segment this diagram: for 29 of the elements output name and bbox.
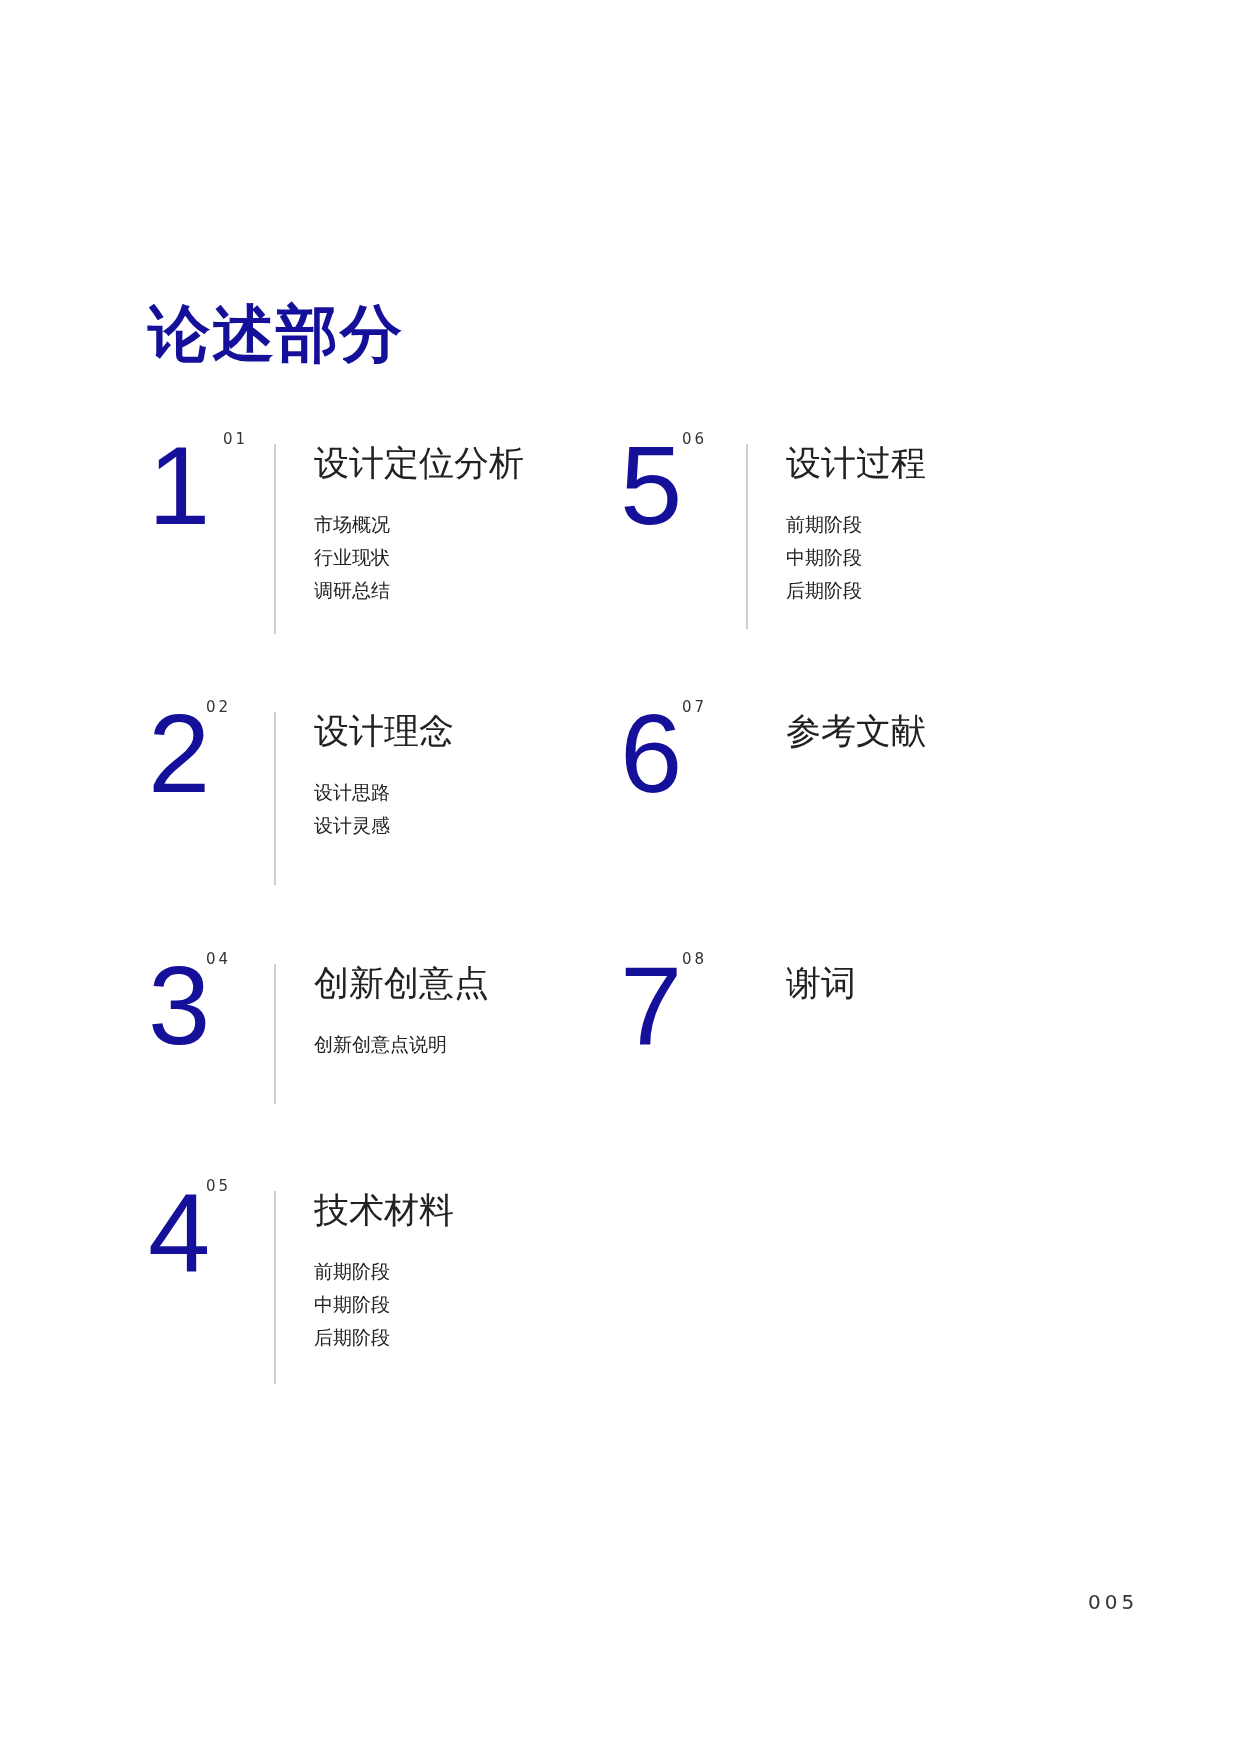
subsection-item: 后期阶段 [314,1325,390,1350]
section-number: 1 [148,430,211,542]
subsection-item: 设计思路 [314,780,390,805]
section-number: 7 [620,950,683,1062]
subsection-item: 前期阶段 [314,1259,390,1284]
section-number: 5 [620,430,683,542]
chapter-number: 06 [682,430,708,448]
subsection-item: 后期阶段 [786,578,862,603]
subsection-item: 设计灵感 [314,813,390,838]
subsection-item: 调研总结 [314,578,390,603]
section-heading: 创新创意点 [314,962,489,1005]
chapter-number: 07 [682,698,708,716]
section-heading: 技术材料 [314,1189,454,1232]
page-title: 论述部分 [148,296,404,372]
subsection-item: 中期阶段 [786,545,862,570]
section-heading: 设计过程 [786,442,926,485]
chapter-number: 08 [682,950,708,968]
section-heading: 设计定位分析 [314,442,524,485]
section-heading: 谢词 [786,962,856,1005]
subsection-item: 前期阶段 [786,512,862,537]
subsection-item: 中期阶段 [314,1292,390,1317]
section-number: 6 [620,698,683,810]
section-heading: 设计理念 [314,710,454,753]
section-heading: 参考文献 [786,710,926,753]
chapter-number: 01 [223,430,249,448]
subsection-item: 市场概况 [314,512,390,537]
page-number: 005 [1088,1590,1139,1614]
subsection-item: 行业现状 [314,545,390,570]
subsection-item: 创新创意点说明 [314,1032,447,1057]
